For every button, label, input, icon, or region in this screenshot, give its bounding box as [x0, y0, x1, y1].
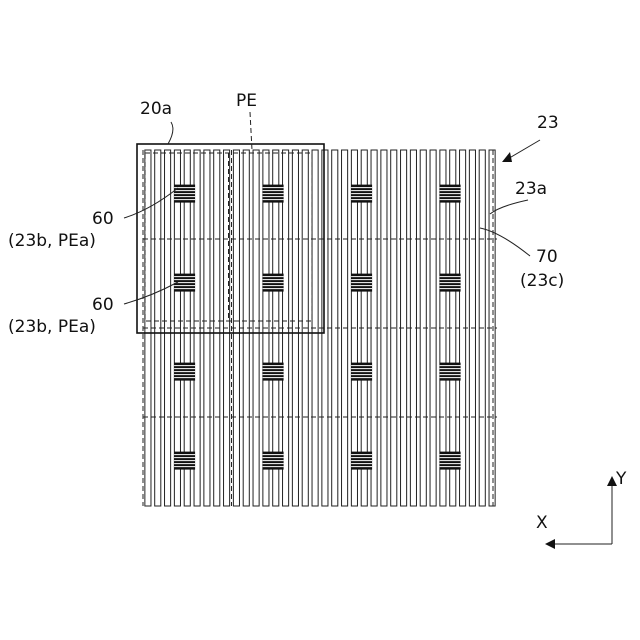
- contact-pad: [440, 452, 461, 470]
- leader-23: [506, 140, 540, 160]
- leader-20a: [168, 122, 173, 144]
- label-x-axis: X: [536, 513, 548, 533]
- label-70: 70: [536, 247, 558, 267]
- label-23c: (23c): [520, 271, 564, 291]
- leader-23a: [490, 200, 528, 214]
- contact-pad: [440, 274, 461, 292]
- contact-pad: [263, 363, 284, 381]
- leader-70: [480, 228, 530, 256]
- contact-pad: [174, 185, 195, 203]
- contact-pad: [174, 363, 195, 381]
- label-pe: PE: [236, 91, 257, 111]
- label-y-axis: Y: [615, 469, 627, 489]
- label-23b-pea-lower: (23b, PEa): [8, 317, 96, 337]
- contact-pad: [263, 274, 284, 292]
- contact-pad: [351, 363, 372, 381]
- contact-pad: [351, 274, 372, 292]
- contact-pad: [440, 185, 461, 203]
- contact-pad: [174, 452, 195, 470]
- arrowhead-23: [502, 152, 512, 162]
- contact-pad: [440, 363, 461, 381]
- contact-pad: [351, 185, 372, 203]
- contact-pad: [351, 452, 372, 470]
- label-23b-pea-upper: (23b, PEa): [8, 231, 96, 251]
- label-23a: 23a: [515, 179, 547, 199]
- label-60-lower: 60: [92, 295, 114, 315]
- x-axis-arrow: [545, 539, 555, 549]
- contact-pad: [263, 452, 284, 470]
- label-60-upper: 60: [92, 209, 114, 229]
- contact-pad: [263, 185, 284, 203]
- label-23: 23: [537, 113, 559, 133]
- label-20a: 20a: [140, 99, 172, 119]
